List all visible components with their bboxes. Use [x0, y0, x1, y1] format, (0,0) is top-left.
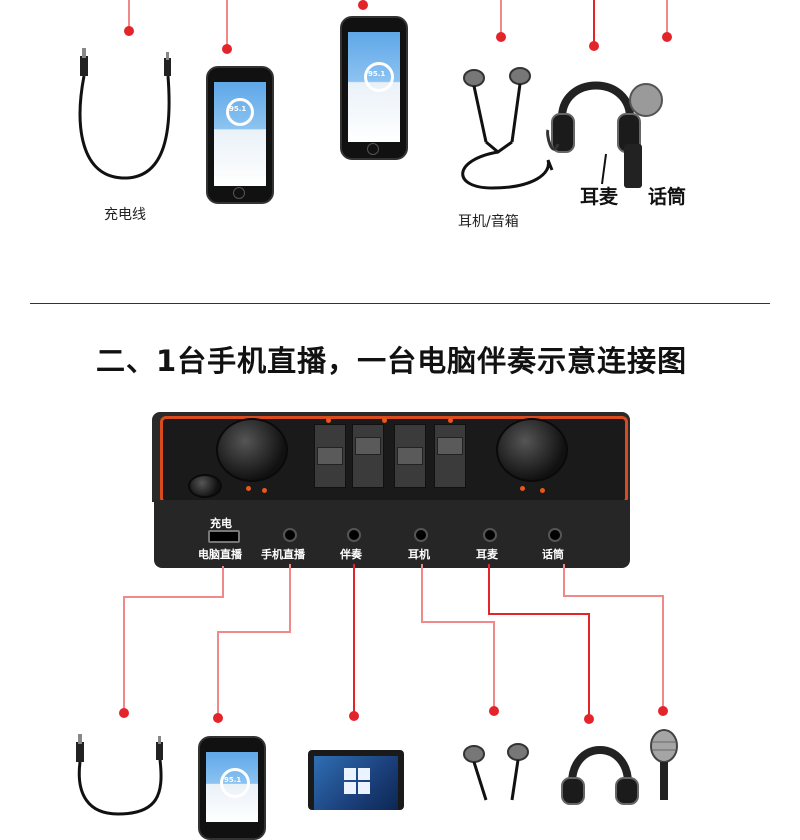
small-knob	[188, 474, 222, 498]
port-label-accompaniment: 伴奏	[340, 548, 362, 561]
connector-line-phone-live	[289, 564, 291, 632]
connector-dot-phone	[222, 44, 232, 54]
usb-port	[208, 530, 240, 543]
caption-cable: 充电线	[104, 207, 146, 223]
section-divider	[30, 303, 770, 304]
jack-mic	[548, 528, 562, 542]
connector-dot-headset	[589, 41, 599, 51]
smartphone-icon: 95.1	[198, 736, 266, 840]
connector-dot-cable	[124, 26, 134, 36]
laptop-icon	[308, 750, 404, 810]
headset-icon	[561, 746, 639, 805]
port-label-mic: 话筒	[542, 548, 564, 561]
caption-headset: 耳麦	[580, 186, 619, 208]
connector-line-mic-bottom	[563, 564, 565, 596]
connector-line-pc	[222, 566, 224, 596]
caption-earphone-speaker: 耳机/音箱	[458, 214, 519, 230]
jack-earphone	[414, 528, 428, 542]
connector-dot-accompaniment	[349, 711, 359, 721]
phone-screen-value: 95.1	[368, 70, 386, 78]
fader-1	[314, 424, 346, 488]
fader-2	[352, 424, 384, 488]
phone-screen-value: 95.1	[224, 776, 242, 784]
connector-dot-earphone-bottom	[489, 706, 499, 716]
jack-headset	[483, 528, 497, 542]
connector-line-cable	[128, 0, 130, 30]
smartphone-icon: 95.1	[206, 66, 274, 204]
port-label-earphone: 耳机	[408, 548, 430, 561]
port-label-phone-live: 手机直播	[261, 548, 305, 561]
fader-4	[434, 424, 466, 488]
connector-line-accompaniment	[353, 564, 355, 714]
usb-cable-icon	[78, 48, 171, 180]
connector-dot-phone2	[358, 0, 368, 10]
condenser-microphone-icon	[650, 729, 678, 800]
earphones-icon	[461, 67, 554, 190]
caption-mic: 话筒	[648, 186, 687, 208]
connector-dot-pc	[119, 708, 129, 718]
port-label-pc-live: 电脑直播	[198, 548, 242, 561]
left-volume-knob	[216, 418, 288, 482]
section-title: 二、1台手机直播，一台电脑伴奏示意连接图	[96, 344, 688, 378]
connector-line-phone	[226, 0, 228, 48]
connector-dot-mic	[662, 32, 672, 42]
connector-line-headset-bottom	[488, 564, 490, 614]
connector-dot-phone-live	[213, 713, 223, 723]
connector-line-earphone	[500, 0, 502, 36]
connector-dot-headset-bottom	[584, 714, 594, 724]
port-label-charge: 充电	[210, 517, 232, 530]
connector-line-mic	[666, 0, 668, 34]
fader-3	[394, 424, 426, 488]
right-volume-knob	[496, 418, 568, 482]
usb-cable-icon	[76, 734, 163, 816]
connector-line-earphone-bottom	[421, 564, 423, 622]
microphone-icon	[624, 83, 663, 188]
phone-screen-value: 95.1	[229, 105, 247, 113]
port-label-headset: 耳麦	[476, 548, 498, 561]
earphones-icon	[463, 743, 529, 801]
smartphone-icon: 95.1	[340, 16, 408, 160]
connector-dot-mic-bottom	[658, 706, 668, 716]
connector-dot-earphone	[496, 32, 506, 42]
jack-phone-live	[283, 528, 297, 542]
jack-accompaniment	[347, 528, 361, 542]
connector-line-headset	[593, 0, 595, 44]
